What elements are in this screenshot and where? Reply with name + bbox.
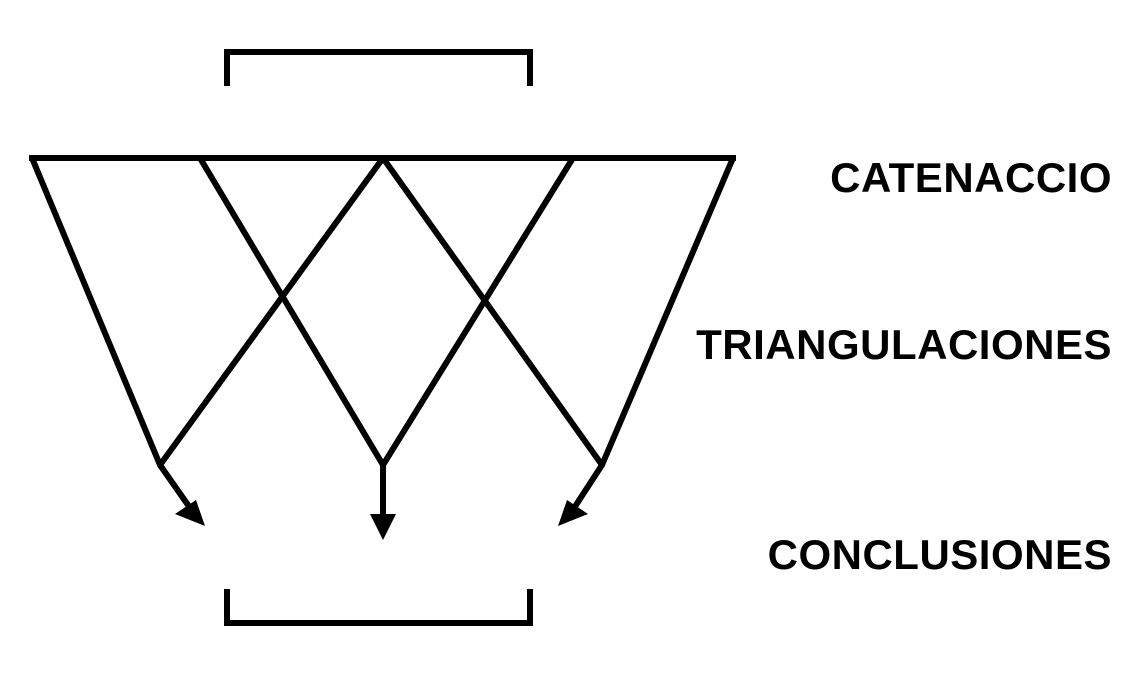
right-outer-line (599, 155, 736, 468)
arrow-right-shaft (573, 462, 605, 508)
arrow-left-head (175, 500, 205, 526)
arrow-left-shaft (157, 462, 191, 508)
cross-line-2 (157, 155, 386, 468)
cross-line-4 (380, 155, 576, 468)
cross-line-3 (380, 155, 605, 468)
label-conclusiones: CONCLUSIONES (767, 531, 1112, 578)
left-outer-line (29, 155, 163, 468)
arrow-right-head (558, 500, 588, 526)
bottom-bracket (224, 589, 533, 626)
label-triangulaciones: TRIANGULACIONES (696, 321, 1112, 368)
cross-line-1 (197, 155, 386, 468)
label-catenaccio: CATENACCIO (830, 154, 1112, 201)
top-bracket (224, 49, 533, 86)
arrow-center-head (370, 514, 396, 540)
